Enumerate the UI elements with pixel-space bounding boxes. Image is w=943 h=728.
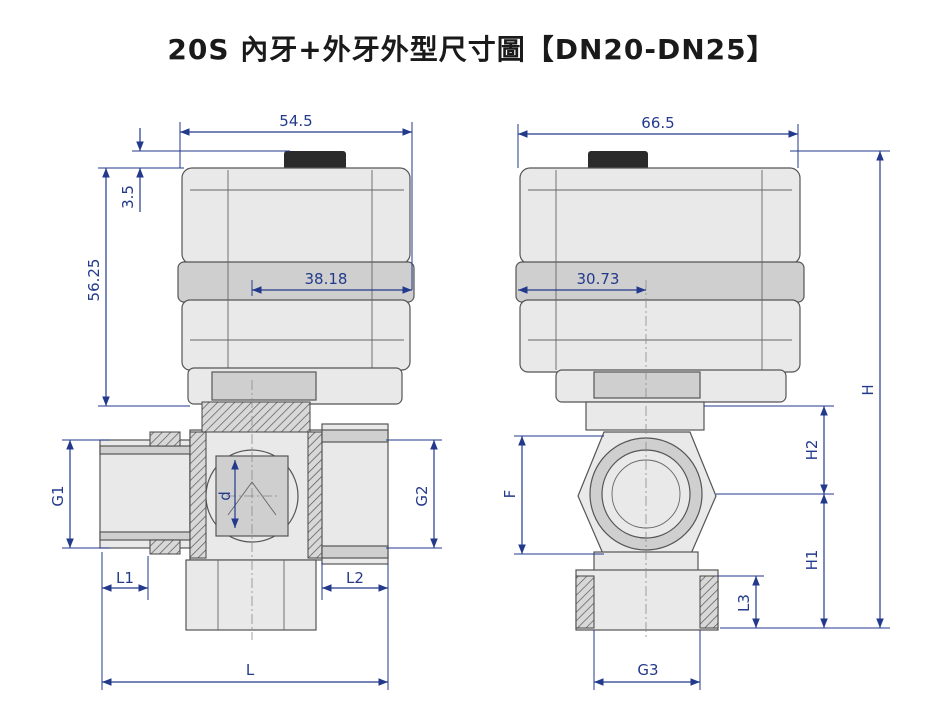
label-g3: G3 xyxy=(637,661,658,679)
label-l: L xyxy=(246,661,255,679)
left-actuator-top xyxy=(181,167,411,265)
right-actuator-bottom xyxy=(519,299,801,373)
right-actuator-top xyxy=(519,167,801,265)
label-l2: L2 xyxy=(346,569,364,587)
label-g1: G1 xyxy=(49,485,67,506)
left-valve-body xyxy=(99,380,389,640)
page-title: 20S 內牙+外牙外型尺寸圖【DN20-DN25】 xyxy=(167,33,776,66)
dim-height-left: 56.25 xyxy=(85,259,103,302)
label-l1: L1 xyxy=(116,569,134,587)
label-d: d xyxy=(216,491,234,501)
dim-top-gap: 3.5 xyxy=(119,185,137,209)
right-knob xyxy=(588,151,648,171)
dim-offset-left: 38.18 xyxy=(305,270,348,288)
label-l3: L3 xyxy=(735,594,753,612)
left-dimensions: 54.5 3.5 56.25 38.18 G1 G xyxy=(49,112,442,690)
label-h: H xyxy=(859,384,877,395)
right-view: 66.5 30.73 F H H2 H1 L3 xyxy=(501,114,890,690)
right-bottom-port xyxy=(575,569,719,631)
right-actuator-band xyxy=(515,261,805,303)
left-bottom-nut xyxy=(185,559,317,631)
left-actuator-bottom xyxy=(181,299,411,371)
dim-width-right: 66.5 xyxy=(641,114,674,132)
dim-offset-right: 30.73 xyxy=(577,270,620,288)
label-h1: H1 xyxy=(803,550,821,571)
right-actuator xyxy=(515,151,805,431)
label-h2: H2 xyxy=(803,440,821,461)
left-actuator-band xyxy=(177,261,415,303)
left-actuator xyxy=(177,151,415,405)
label-g2: G2 xyxy=(413,485,431,506)
left-female-end xyxy=(321,423,389,565)
left-knob xyxy=(284,151,346,171)
right-dimensions: 66.5 30.73 F H H2 H1 L3 xyxy=(501,114,890,690)
left-view: 54.5 3.5 56.25 38.18 G1 G xyxy=(49,112,442,690)
right-valve-body xyxy=(575,280,719,640)
left-male-end xyxy=(99,439,191,549)
label-f: F xyxy=(501,490,519,499)
dim-width-left: 54.5 xyxy=(279,112,312,130)
